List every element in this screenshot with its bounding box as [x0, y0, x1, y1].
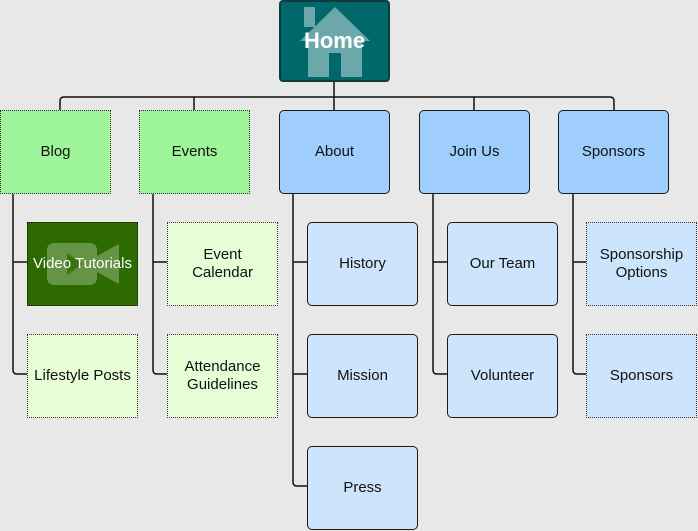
node-events: Events	[139, 110, 250, 194]
node-mission: Mission	[307, 334, 418, 418]
node-label: Sponsors	[581, 143, 646, 160]
node-label: Home	[303, 28, 366, 53]
node-label: Attendance Guidelines	[184, 358, 261, 393]
node-attendance-guidelines: Attendance Guidelines	[167, 334, 278, 418]
node-label: Our Team	[469, 255, 536, 272]
node-label: Sponsorship Options	[599, 246, 684, 281]
node-label: Volunteer	[470, 367, 535, 384]
connector-join-us-children	[432, 194, 447, 375]
node-video-tutorials: Video Tutorials	[27, 222, 138, 306]
node-label: Join Us	[449, 143, 500, 160]
node-home: Home	[279, 0, 390, 82]
node-lifestyle-posts: Lifestyle Posts	[27, 334, 138, 418]
node-sponsorship-options: Sponsorship Options	[586, 222, 697, 306]
node-sponsors-list: Sponsors	[586, 334, 697, 418]
node-press: Press	[307, 446, 418, 530]
node-history: History	[307, 222, 418, 306]
node-sponsors: Sponsors	[558, 110, 669, 194]
node-label: History	[339, 255, 386, 272]
node-our-team: Our Team	[447, 222, 558, 306]
connector-events-children	[152, 194, 167, 375]
connector-about-children	[292, 194, 307, 487]
node-label: Sponsors	[609, 367, 674, 384]
connector-sponsors-children	[572, 194, 587, 375]
node-label: Press	[343, 479, 382, 496]
connector-category-bus	[59, 96, 615, 110]
node-label: Event Calendar	[192, 246, 253, 281]
node-label: Events	[171, 143, 218, 160]
node-label: About	[314, 143, 355, 160]
node-volunteer: Volunteer	[447, 334, 558, 418]
node-label: Mission	[337, 367, 388, 384]
house-icon	[281, 2, 388, 80]
video-camera-icon	[28, 223, 137, 305]
node-about: About	[279, 110, 390, 194]
connector-blog-children	[12, 194, 27, 375]
node-label: Video Tutorials	[33, 255, 132, 272]
node-label: Blog	[40, 143, 71, 160]
node-blog: Blog	[0, 110, 111, 194]
node-event-calendar: Event Calendar	[167, 222, 278, 306]
node-join-us: Join Us	[419, 110, 530, 194]
node-label: Lifestyle Posts	[34, 367, 131, 384]
